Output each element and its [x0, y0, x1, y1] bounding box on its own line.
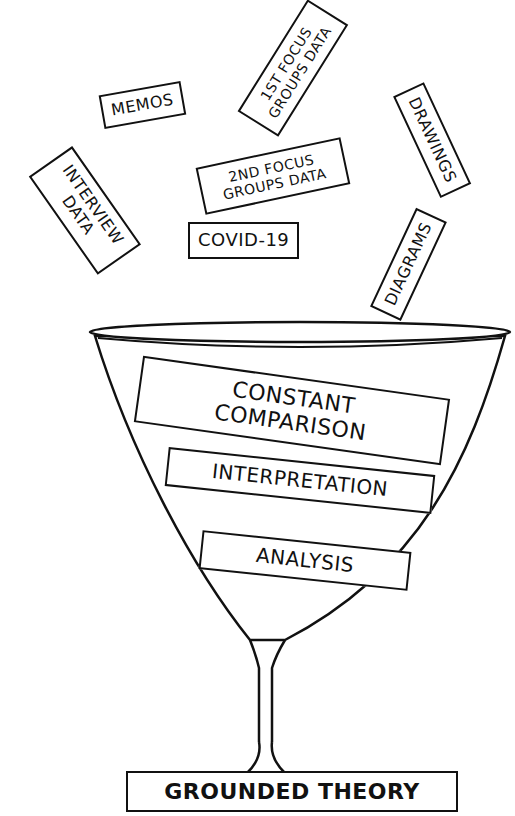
node-label: INTERVIEW DATA	[41, 159, 128, 262]
source-box: 2ND FOCUS GROUPS DATA	[196, 137, 351, 215]
source-box: MEMOS	[99, 81, 187, 129]
funnel-spout	[248, 742, 284, 772]
source-box: DRAWINGS	[393, 82, 471, 198]
node-label: DRAWINGS	[404, 95, 460, 186]
source-box: COVID-19	[188, 222, 299, 259]
source-box: INTERVIEW DATA	[29, 146, 141, 275]
node-label: DIAGRAMS	[381, 220, 435, 309]
funnel-rim-inner	[98, 338, 502, 347]
funnel-neck	[250, 640, 285, 742]
node-label: GROUNDED THEORY	[136, 779, 448, 804]
node-label: ANALYSIS	[209, 539, 400, 582]
node-label: CONSTANT COMPARISON	[165, 368, 420, 453]
source-box: 1ST FOCUS GROUPS DATA	[238, 0, 349, 137]
node-label: 1ST FOCUS GROUPS DATA	[250, 12, 337, 124]
node-label: MEMOS	[110, 91, 175, 120]
funnel-rim	[90, 322, 510, 342]
result-box: GROUNDED THEORY	[126, 771, 458, 812]
source-box: DIAGRAMS	[370, 207, 447, 321]
node-label: COVID-19	[198, 230, 289, 251]
node-label: INTERPRETATION	[175, 456, 424, 505]
funnel-body	[95, 336, 505, 640]
node-label: 2ND FOCUS GROUPS DATA	[207, 147, 339, 205]
funnel-band: ANALYSIS	[199, 530, 412, 591]
